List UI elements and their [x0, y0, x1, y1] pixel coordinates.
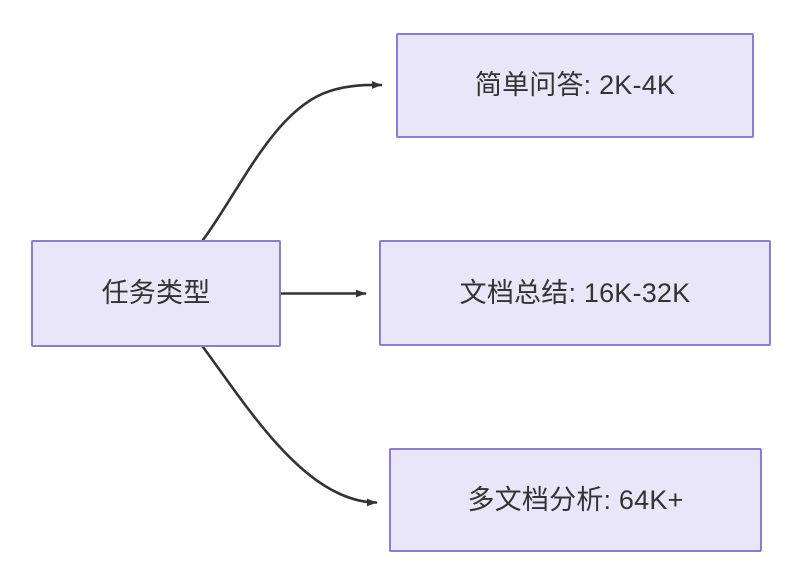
edge-root-to-multi-doc — [201, 345, 378, 507]
node-doc-summary-label: 文档总结: 16K-32K — [459, 277, 691, 308]
node-simple-qa-label: 简单问答: 2K-4K — [474, 70, 676, 101]
edge-root-to-simple-qa — [201, 80, 383, 242]
node-doc-summary[interactable]: 文档总结: 16K-32K — [379, 240, 771, 346]
node-task-type-label: 任务类型 — [101, 278, 211, 309]
node-multi-doc[interactable]: 多文档分析: 64K+ — [389, 448, 762, 552]
node-task-type[interactable]: 任务类型 — [31, 240, 281, 347]
node-simple-qa[interactable]: 简单问答: 2K-4K — [396, 33, 754, 138]
node-multi-doc-label: 多文档分析: 64K+ — [467, 484, 684, 515]
